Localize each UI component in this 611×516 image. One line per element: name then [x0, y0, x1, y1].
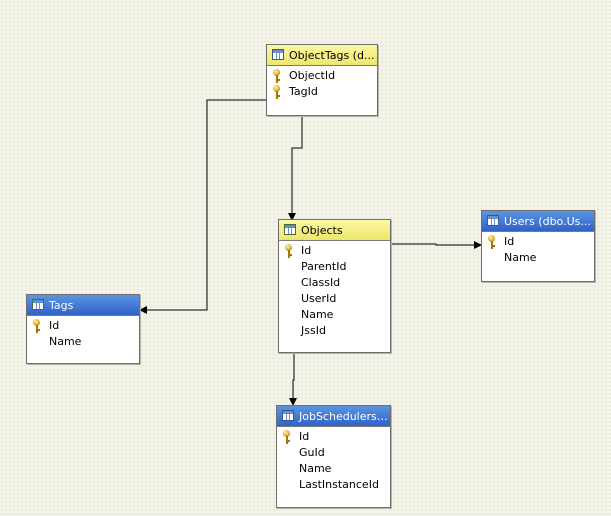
table-title: JobSchedulers ...: [299, 410, 390, 423]
column-name: Id: [299, 430, 310, 443]
column-row[interactable]: ObjectId: [267, 68, 377, 84]
column-name: TagId: [289, 85, 318, 98]
column-name: Name: [504, 251, 537, 264]
column-row[interactable]: Id: [27, 318, 139, 334]
column-name: UserId: [301, 292, 337, 305]
column-row[interactable]: ParentId: [279, 259, 390, 275]
column-row[interactable]: GuId: [277, 445, 390, 461]
column-name: JssId: [301, 324, 326, 337]
column-name: Name: [301, 308, 334, 321]
table-title: Users (dbo.Us...: [504, 215, 591, 228]
column-name: LastInstanceId: [299, 478, 379, 491]
table-objecttags[interactable]: ObjectTags (d... ObjectId TagId: [266, 44, 378, 116]
column-row[interactable]: Id: [277, 429, 390, 445]
column-row[interactable]: LastInstanceId: [277, 477, 390, 493]
column-name: Id: [504, 235, 515, 248]
column-row[interactable]: Name: [277, 461, 390, 477]
table-title: ObjectTags (d...: [289, 49, 375, 62]
view-icon: [284, 224, 296, 235]
relationship-objecttags-tags[interactable]: [139, 99, 266, 314]
table-header[interactable]: Objects: [279, 220, 390, 241]
primary-key-icon: [32, 319, 42, 333]
primary-key-icon: [487, 235, 497, 249]
column-name: Name: [49, 335, 82, 348]
column-row[interactable]: UserId: [279, 291, 390, 307]
table-header[interactable]: ObjectTags (d...: [267, 45, 377, 66]
column-row[interactable]: Name: [482, 250, 594, 266]
primary-key-icon: [272, 69, 282, 83]
column-row[interactable]: JssId: [279, 323, 390, 339]
relationship-objects-jobschedulers[interactable]: [289, 353, 297, 406]
relationship-objecttags-objects[interactable]: [288, 116, 303, 221]
table-icon: [282, 410, 294, 421]
primary-key-icon: [282, 430, 292, 444]
table-users[interactable]: Users (dbo.Us... Id Name: [481, 210, 595, 282]
column-name: Name: [299, 462, 332, 475]
table-header[interactable]: Tags: [27, 295, 139, 316]
column-name: ParentId: [301, 260, 347, 273]
column-row[interactable]: ClassId: [279, 275, 390, 291]
relationship-objects-users[interactable]: [391, 241, 482, 249]
column-row[interactable]: Id: [279, 243, 390, 259]
primary-key-icon: [284, 244, 294, 258]
table-icon: [272, 49, 284, 60]
table-header[interactable]: Users (dbo.Us...: [482, 211, 594, 232]
table-tags[interactable]: Tags Id Name: [26, 294, 140, 364]
column-row[interactable]: Name: [27, 334, 139, 350]
view-icon: [32, 299, 44, 310]
column-name: ObjectId: [289, 69, 336, 82]
column-name: Id: [49, 319, 60, 332]
table-title: Tags: [49, 299, 74, 312]
column-row[interactable]: Id: [482, 234, 594, 250]
primary-key-icon: [272, 85, 282, 99]
table-icon: [487, 215, 499, 226]
table-header[interactable]: JobSchedulers ...: [277, 406, 390, 427]
column-name: GuId: [299, 446, 325, 459]
column-row[interactable]: TagId: [267, 84, 377, 100]
table-objects[interactable]: Objects Id ParentId ClassId UserId Name …: [278, 219, 391, 353]
table-title: Objects: [301, 224, 343, 237]
column-row[interactable]: Name: [279, 307, 390, 323]
table-jobschedulers[interactable]: JobSchedulers ... Id GuId Name LastInsta…: [276, 405, 391, 508]
column-name: Id: [301, 244, 312, 257]
column-name: ClassId: [301, 276, 341, 289]
